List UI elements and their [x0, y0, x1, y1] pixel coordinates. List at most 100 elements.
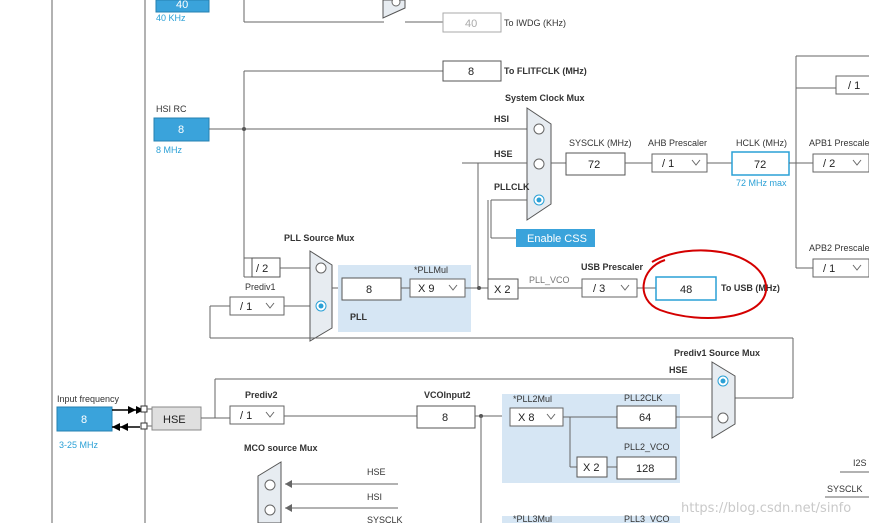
sysclk-value: 72 — [588, 159, 600, 171]
sysclk-label: SYSCLK (MHz) — [569, 138, 632, 148]
apb2-select[interactable] — [812, 258, 869, 278]
prediv1src-pll2-radio[interactable] — [717, 412, 729, 424]
hclk-value: 72 — [754, 159, 766, 171]
apb1-select[interactable] — [812, 153, 869, 173]
sysmux-label: System Clock Mux — [505, 93, 585, 103]
hse-block-label: HSE — [163, 414, 186, 426]
sysmux-hse-label: HSE — [494, 149, 513, 159]
rtc-mux-radio[interactable] — [391, 0, 401, 7]
iwdg-value: 40 — [465, 18, 477, 30]
vcoinput2-value: 8 — [442, 412, 448, 424]
prediv2-value: / 1 — [240, 410, 252, 422]
apb-top-value: / 1 — [848, 80, 860, 92]
i2s-label: I2S — [853, 458, 867, 468]
iwdg-box — [442, 12, 502, 33]
pll2mul-value: X 8 — [518, 412, 535, 424]
usb-pre-value: / 3 — [593, 283, 605, 295]
prediv2-select[interactable] — [229, 405, 285, 425]
mco-source-mux — [257, 461, 282, 523]
usb-label: To USB (MHz) — [721, 283, 780, 293]
hsi-rc-value: 8 — [178, 124, 184, 136]
input-freq-label: Input frequency — [57, 394, 120, 404]
pll2mul-label: *PLL2Mul — [513, 394, 552, 404]
pll3-panel — [502, 516, 680, 523]
chevron-down-icon — [265, 411, 275, 418]
hclk-label: HCLK (MHz) — [736, 138, 787, 148]
prediv1-select[interactable] — [229, 296, 285, 316]
prediv1-label: Prediv1 — [245, 282, 276, 292]
chevron-down-icon — [852, 159, 862, 166]
pll-src-mux-label: PLL Source Mux — [284, 233, 354, 243]
mco-hse-label: HSE — [367, 467, 386, 477]
div2-value: / 2 — [256, 263, 268, 275]
arrow-left-icon — [285, 480, 292, 488]
pin-osc-out — [140, 422, 148, 430]
prediv1-value: / 1 — [240, 301, 252, 313]
highlight-circle — [642, 249, 768, 319]
watermark: https://blog.csdn.net/sinfo — [681, 501, 851, 516]
x2-value: X 2 — [494, 284, 511, 296]
input-freq-box[interactable] — [56, 406, 113, 432]
pllmul-value: X 9 — [418, 283, 435, 295]
prediv1-source-mux — [711, 361, 736, 439]
prediv1-src-mux-label: Prediv1 Source Mux — [674, 348, 760, 358]
usb-pre-select[interactable] — [581, 278, 638, 298]
mco-hsi-radio[interactable] — [264, 504, 276, 516]
sysmux-hse-radio[interactable] — [533, 158, 545, 170]
hsi-rc-sub: 8 MHz — [156, 145, 183, 155]
mco-hse-radio[interactable] — [264, 479, 276, 491]
arrow-right-icon — [128, 406, 136, 414]
iwdg-label: To IWDG (KHz) — [504, 18, 566, 28]
chevron-down-icon — [691, 159, 701, 166]
arrow-left-icon — [120, 423, 128, 431]
pll-input-box — [341, 277, 402, 301]
mco-hsi-label: HSI — [367, 492, 382, 502]
prediv1src-hse-radio-dot — [720, 378, 726, 384]
chevron-down-icon — [620, 284, 630, 291]
prediv2-label: Prediv2 — [245, 390, 278, 400]
usb-input[interactable] — [655, 276, 717, 301]
pll2vco-box — [616, 456, 677, 480]
sysmux-hsi-radio[interactable] — [533, 123, 545, 135]
ahb-value: / 1 — [662, 158, 674, 170]
vcoinput2-box — [416, 405, 476, 429]
x2-box — [487, 278, 519, 300]
pll3mul-label: *PLL3Mul — [513, 514, 552, 523]
sysclk-box — [565, 152, 626, 176]
junction — [242, 127, 246, 131]
vcoinput2-label: VCOInput2 — [424, 390, 471, 400]
sysmux-hsi-label: HSI — [494, 114, 509, 124]
lsi-box[interactable] — [155, 0, 210, 13]
arrow-right-icon — [136, 406, 144, 414]
mco-mux-label: MCO source Mux — [244, 443, 318, 453]
enable-css-label: Enable CSS — [527, 233, 587, 245]
ahb-select[interactable] — [651, 153, 708, 173]
enable-css-button[interactable] — [516, 229, 595, 247]
hclk-max: 72 MHz max — [736, 178, 787, 188]
hsi-rc-label: HSI RC — [156, 104, 187, 114]
mco-sysclk-label: SYSCLK — [367, 515, 403, 523]
pll2vco-value: 128 — [636, 463, 654, 475]
prediv1-hse-label: HSE — [669, 365, 688, 375]
pll-label: PLL — [350, 312, 368, 322]
pll2clk-label: PLL2CLK — [624, 393, 663, 403]
chevron-down-icon — [448, 284, 458, 291]
sysmux-pll-label: PLLCLK — [494, 182, 530, 192]
pll3vco-label: PLL3_VCO — [624, 514, 670, 523]
arrow-left-icon — [112, 423, 120, 431]
flit-box — [442, 60, 502, 82]
apb-top-select[interactable] — [835, 75, 869, 95]
pll2-x2-value: X 2 — [583, 462, 600, 474]
chevron-down-icon — [265, 302, 275, 309]
pllsrc-hsi-radio[interactable] — [315, 262, 327, 274]
input-freq-value: 8 — [81, 414, 87, 426]
pll2clk-value: 64 — [639, 412, 651, 424]
chevron-down-icon — [852, 264, 862, 271]
usb-pre-label: USB Prescaler — [581, 262, 644, 272]
flit-label: To FLITFCLK (MHz) — [504, 66, 587, 76]
lsi-value: 40 — [176, 0, 188, 11]
pll-source-mux — [309, 250, 333, 342]
apb1-value: / 2 — [823, 158, 835, 170]
pllmul-label: *PLLMul — [414, 265, 448, 275]
